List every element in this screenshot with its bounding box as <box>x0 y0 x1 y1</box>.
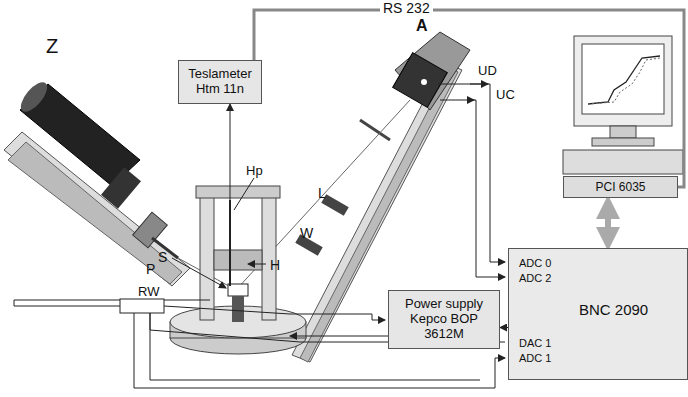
pin-name: ADC 2 <box>519 272 551 284</box>
computer-monitor <box>563 36 683 174</box>
part-label: UD <box>478 64 497 77</box>
pin-name: ADC 1 <box>519 352 551 364</box>
laser-rail <box>4 78 190 286</box>
part-label: H <box>270 258 280 272</box>
connector <box>605 201 611 245</box>
edge-label: RS 232 <box>380 1 433 15</box>
connector <box>254 10 684 187</box>
part-label: RW <box>138 285 159 298</box>
box-title: PCI 6035 <box>564 177 677 197</box>
part-label: L <box>318 186 326 200</box>
part-label: A <box>416 18 428 34</box>
part-label: UC <box>496 88 515 101</box>
box-title: BNC 2090 <box>579 301 648 318</box>
daq-card-box: PCI 6035 <box>563 176 678 198</box>
box-title: Teslameter Htm 11n <box>179 61 261 101</box>
connector-block-box: BNC 2090 ADC 0 ADC 2 DAC 1 ADC 1 <box>508 248 688 380</box>
instrument-box: Teslameter Htm 11n <box>178 60 262 104</box>
connector <box>500 327 508 328</box>
pin-name: DAC 1 <box>519 337 551 349</box>
part-label: Hp <box>246 164 263 177</box>
power-supply-box: Power supply Kepco BOP 3612M <box>388 290 500 349</box>
box-title: Power supply Kepco BOP 3612M <box>389 291 499 346</box>
part-label: W <box>300 226 313 240</box>
part-label: S <box>158 250 167 264</box>
pin-name: ADC 0 <box>519 257 551 269</box>
electromagnet <box>170 186 306 354</box>
part-label: Z <box>46 36 58 56</box>
part-label: P <box>146 262 155 276</box>
